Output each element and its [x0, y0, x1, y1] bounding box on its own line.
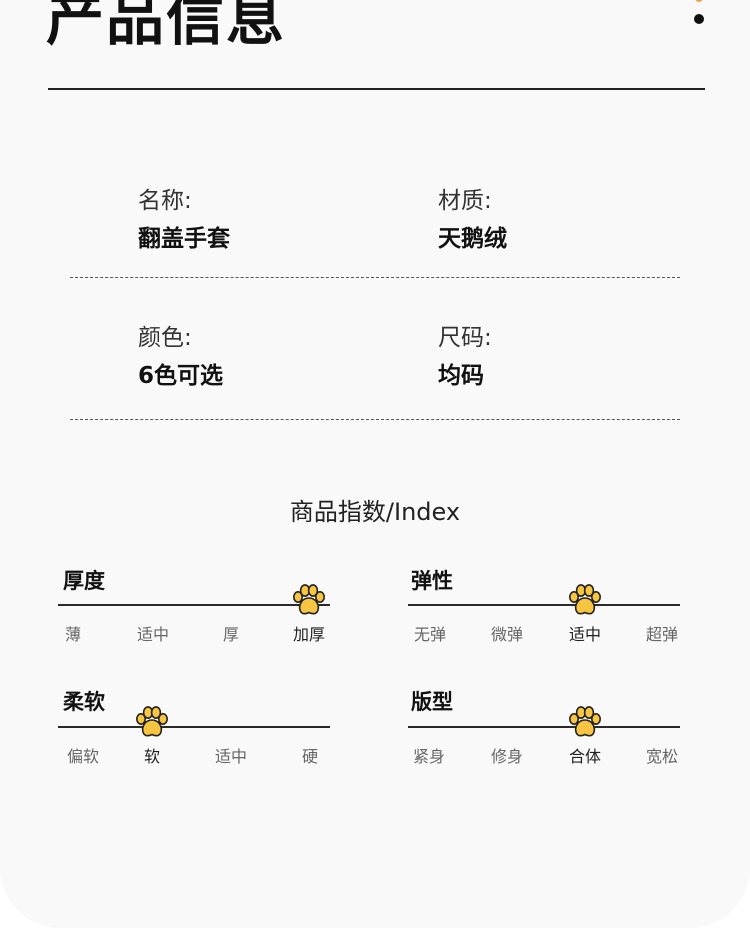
metric-track	[408, 726, 680, 728]
metric-option-label: 无弹	[413, 625, 447, 644]
page-title: 产品信息	[46, 0, 287, 53]
material-label: 材质:	[438, 188, 492, 214]
paw-icon	[567, 584, 603, 618]
metric-name: 版型	[411, 690, 453, 714]
metric-option-label: 适中	[136, 625, 170, 644]
color-value: 6色可选	[138, 363, 224, 389]
metric-option-label: 软	[143, 747, 161, 766]
metric-option-label: 微弹	[490, 625, 524, 644]
paw-icon	[291, 584, 327, 618]
metric-option-label: 厚	[222, 625, 240, 644]
metric-option-label: 加厚	[292, 625, 326, 644]
paw-icon	[567, 706, 603, 740]
dashed-divider	[70, 419, 680, 420]
metric-track	[58, 604, 330, 606]
size-value: 均码	[438, 363, 484, 389]
metric-option-label: 适中	[214, 747, 248, 766]
metric-option-label: 薄	[64, 625, 82, 644]
title-divider	[48, 88, 705, 90]
product-info-card: 产品信息 名称: 翻盖手套 材质: 天鹅绒 颜色: 6色可选 尺码: 均码 商品…	[46, 0, 705, 766]
metric-option-label: 硬	[301, 747, 319, 766]
decorative-dots	[693, 0, 705, 30]
metric-option-label: 超弹	[645, 625, 679, 644]
black-dot-icon	[694, 14, 704, 24]
metric-option-label: 偏软	[66, 747, 100, 766]
index-heading: 商品指数/Index	[289, 498, 461, 526]
material-value: 天鹅绒	[438, 226, 507, 252]
metric-track	[408, 604, 680, 606]
paw-icon	[134, 706, 170, 740]
size-label: 尺码:	[438, 325, 492, 351]
metric-option-label: 修身	[490, 747, 524, 766]
dashed-divider	[70, 277, 680, 278]
name-value: 翻盖手套	[138, 226, 230, 252]
name-label: 名称:	[138, 188, 192, 214]
metric-track	[58, 726, 330, 728]
metric-name: 弹性	[411, 569, 453, 593]
metric-name: 厚度	[63, 569, 105, 593]
color-label: 颜色:	[138, 325, 192, 351]
metric-option-label: 合体	[568, 747, 602, 766]
metric-name: 柔软	[63, 690, 105, 714]
metric-option-label: 紧身	[412, 747, 446, 766]
metric-option-label: 宽松	[645, 747, 679, 766]
metric-option-label: 适中	[568, 625, 602, 644]
orange-dot-icon	[695, 0, 703, 2]
